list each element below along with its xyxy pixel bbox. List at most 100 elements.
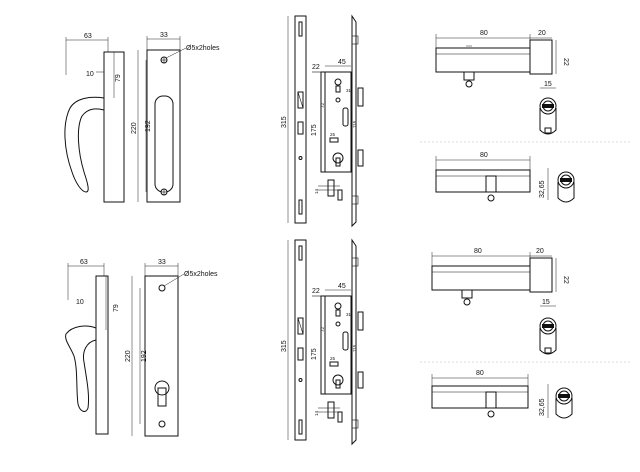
handle-2-lever	[65, 325, 97, 412]
screw-icon	[298, 378, 303, 382]
cylinder-1-knob	[529, 39, 553, 75]
cylinder-2-end-view	[557, 171, 575, 189]
lock-1-slot	[298, 21, 303, 37]
screw-icon	[298, 156, 303, 160]
handle-2-hole-spacing-label: 192	[141, 350, 148, 362]
keyway-icon	[558, 394, 570, 398]
handle-1-hole-spacing-label: 192	[145, 120, 152, 132]
lock-1-case-height-label: 175	[311, 124, 318, 136]
lock-2-faceplate-length-label: 315	[281, 340, 288, 352]
handle-2-backplate	[144, 275, 179, 437]
handle-2-plate-height-label: 220	[125, 350, 132, 362]
lock-2-keeper	[357, 311, 364, 331]
cylinder-3-end-view	[539, 317, 557, 335]
lock-2-keeper	[357, 371, 364, 389]
lock-1-backset-label: 22	[312, 64, 320, 71]
handle-2-height-label: 79	[113, 304, 120, 312]
lock-1-keeper	[357, 149, 364, 167]
cylinder-2: 80 32,65	[435, 152, 575, 203]
lock-2-case-front	[320, 295, 326, 395]
cylinder-4-body	[431, 385, 529, 409]
cylinder-1: 80 20 22 15	[435, 30, 569, 135]
lock-2-backset-label: 22	[312, 288, 320, 295]
handle-1-holes-label: Ø5x2holes	[186, 45, 220, 52]
lock-2-case	[324, 295, 352, 395]
cylinder-3: 80 20 22 15	[431, 248, 569, 355]
lock-1-dim-c-label: 25	[330, 132, 336, 137]
cylinder-1-knob-dia-label: 22	[562, 58, 569, 66]
lock-2-cylinder-hole	[332, 374, 344, 386]
handle-1-width-label: 63	[84, 33, 92, 40]
lock-body-2: 315 22 45 175 31 115 25 72 14	[281, 238, 364, 446]
lock-2-case-depth-label: 45	[338, 283, 346, 290]
handle-set-1: 63 79 10 33 Ø5x2holes 220 192	[64, 32, 220, 203]
lock-2-slot	[298, 245, 303, 261]
cylinder-3-knob-dia-label: 22	[562, 276, 569, 284]
cylinder-3-profile	[539, 328, 557, 355]
lock-1-faceplate	[294, 15, 307, 224]
cylinder-2-height-label: 32,65	[539, 180, 546, 198]
cylinder-3-knob-length-label: 20	[536, 248, 544, 255]
screw-icon	[465, 80, 473, 88]
lock-2-slot	[298, 419, 303, 435]
cylinder-1-profile	[539, 108, 557, 135]
lock-2-faceplate	[294, 239, 307, 441]
handle-1-front-view: 33 Ø5x2holes 220 192	[131, 32, 220, 203]
handle-1-backplate	[146, 49, 181, 203]
lock-1-faceplate-length-label: 315	[281, 116, 288, 128]
handle-1-plate-width-label: 33	[160, 32, 168, 39]
lock-2-case-height-label: 175	[311, 348, 318, 360]
lock-2-slot-detail	[342, 331, 349, 351]
handle-2-front-view: 33 Ø5x2holes 220 192	[125, 259, 218, 437]
cylinder-3-body	[431, 265, 531, 291]
cylinder-4-profile	[555, 398, 573, 419]
lock-body-1: 315 22 45 175 31 115 25 72 14	[281, 14, 364, 228]
keyway-icon	[542, 324, 554, 328]
lock-1-rear-strip	[351, 14, 357, 228]
handle-2-mount-plate	[95, 275, 109, 435]
handle-1-recess	[154, 95, 174, 193]
screw-hole-icon	[158, 420, 166, 428]
cylinder-2-length-label: 80	[480, 152, 488, 159]
handle-2-offset-label: 10	[76, 299, 84, 306]
cylinder-3-cam	[461, 289, 473, 299]
handle-1-plate-height-label: 220	[131, 122, 138, 134]
handle-1-lever	[64, 96, 105, 193]
handle-1-height-label: 79	[115, 74, 122, 82]
lock-1-case-depth-label: 45	[338, 59, 346, 66]
cylinder-2-body	[435, 169, 531, 193]
lock-1-slot	[298, 199, 303, 215]
handle-1-side-profile: 63 79 10	[64, 33, 125, 203]
cylinder-hole-icon	[154, 380, 170, 396]
lock-2-latch-opening	[297, 317, 304, 335]
lock-1-slot-detail	[342, 107, 349, 127]
cylinder-3-knob	[529, 257, 553, 293]
lock-1-bolt-opening	[297, 121, 304, 135]
cylinder-4: 80 32,65	[431, 370, 573, 419]
cylinder-1-knob-length-label: 20	[538, 30, 546, 37]
cylinder-2-profile	[557, 182, 575, 203]
screw-icon	[463, 298, 471, 306]
lock-1-cylinder-hole	[332, 152, 344, 164]
cylinder-1-body	[435, 47, 531, 73]
handle-2-width-label: 63	[80, 259, 88, 266]
screw-icon	[487, 410, 495, 418]
handle-1-offset-label: 10	[86, 71, 94, 78]
cylinder-3-cam-offset-label: 15	[542, 299, 550, 306]
cylinder-4-end-view	[555, 387, 573, 405]
cylinder-2-cam	[485, 175, 497, 193]
handle-set-2: 63 79 10 33 Ø5x2holes 220 192	[65, 259, 218, 437]
spindle-icon	[334, 78, 342, 86]
lock-2-dim-b-label: 115	[352, 344, 357, 352]
handle-2-holes-label: Ø5x2holes	[184, 271, 218, 278]
lock-1-case	[324, 71, 352, 173]
cylinder-3-length-label: 80	[474, 248, 482, 255]
keyway-icon	[560, 178, 572, 182]
cylinder-slot	[157, 387, 167, 407]
lock-1-dim-a-label: 31	[346, 88, 352, 93]
svg-text:14: 14	[314, 188, 319, 194]
cylinder-4-cam	[485, 391, 497, 409]
lock-2-dim-c-label: 25	[330, 356, 336, 361]
lock-1-dim-b-label: 115	[352, 120, 357, 128]
